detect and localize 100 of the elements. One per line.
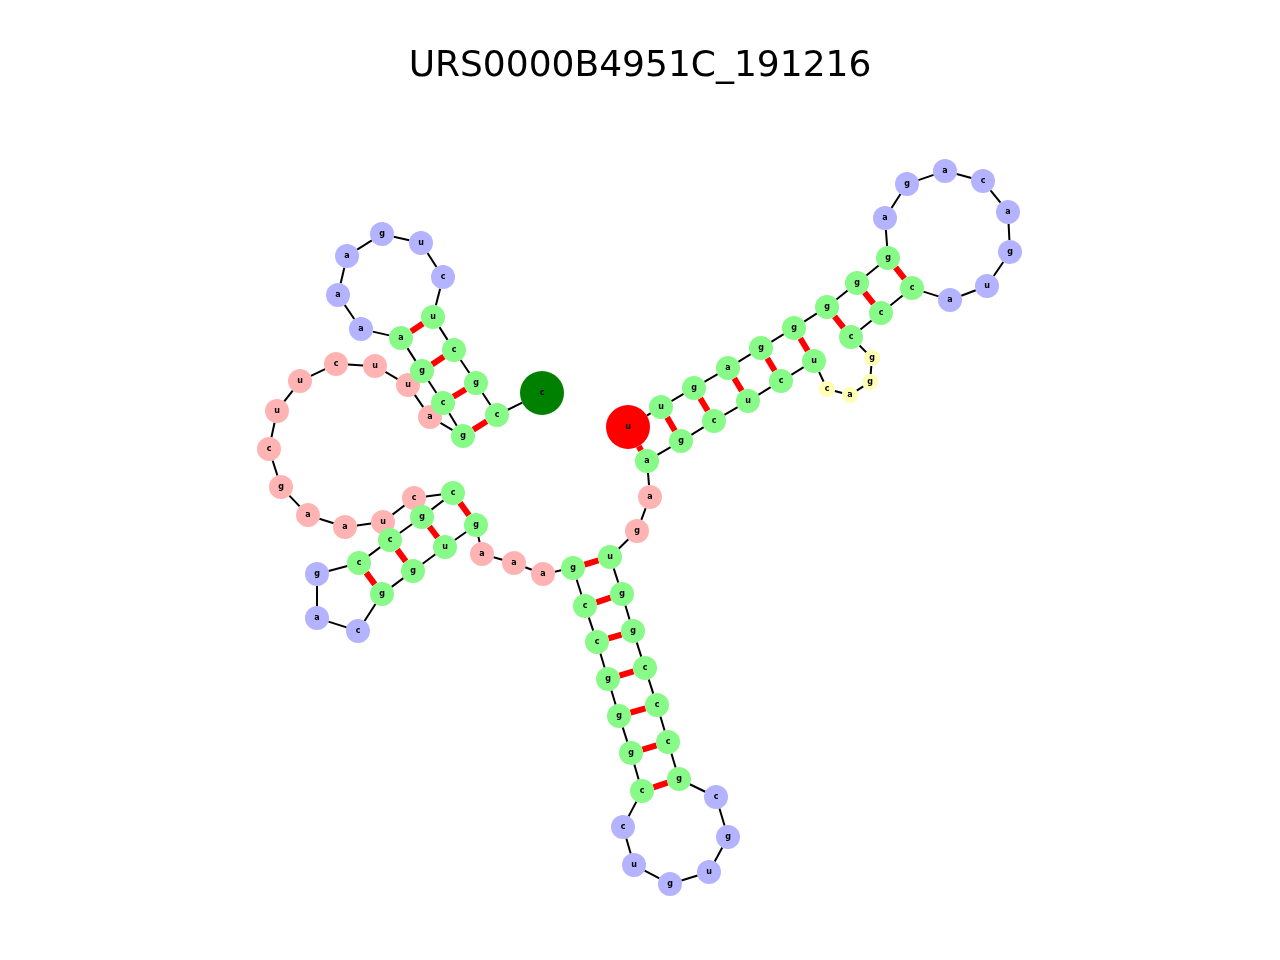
backbone-line — [356, 239, 373, 251]
backbone-line — [427, 380, 438, 394]
nucleotide-circle: c — [839, 325, 863, 349]
nucleotide-circle: c — [346, 619, 370, 643]
nucleotide-circle: c — [869, 301, 893, 325]
nucleotide-circle: c — [645, 693, 669, 717]
backbone-line — [477, 535, 481, 544]
nucleotide-circle: u — [288, 369, 312, 393]
nucleotide-circle: a — [335, 244, 359, 268]
nucleotide-circle: u — [421, 305, 445, 329]
nucleotide-circle: a — [296, 503, 320, 527]
backbone-line — [625, 837, 632, 855]
backbone-line — [283, 389, 294, 403]
nucleotide-circle: g — [370, 222, 394, 246]
backbone-line — [327, 565, 349, 572]
backbone-line — [421, 553, 437, 565]
backbone-line — [481, 392, 492, 406]
nucleotide-circle: a — [502, 551, 526, 575]
backbone-line — [989, 189, 1002, 204]
base-pair-bond — [471, 418, 489, 433]
nucleotide-circle: g — [625, 519, 649, 543]
backbone-line — [890, 193, 902, 209]
nucleotide-circle: a — [716, 356, 740, 380]
nucleotide-circle: u — [736, 389, 760, 413]
nucleotide-circle: g — [895, 172, 919, 196]
backbone-line — [391, 504, 406, 516]
backbone-line — [448, 412, 458, 427]
nucleotide-circle: a — [635, 449, 659, 473]
nucleotide-circle: c — [347, 551, 371, 575]
nucleotide-circle: g — [561, 556, 585, 580]
nucleotide-circle: a — [638, 485, 662, 509]
nucleotide-circle: g — [607, 704, 631, 728]
nucleotide-circle: g — [864, 350, 880, 366]
nucleotide-circle: c — [630, 779, 654, 803]
backbone-line — [688, 783, 707, 793]
nucleotide-circle: u — [409, 231, 433, 255]
nucleotide-circle: g — [716, 825, 740, 849]
nucleotide-circle: g — [876, 246, 900, 270]
nucleotide-circle: a — [933, 159, 957, 183]
backbone-line — [587, 616, 595, 632]
diagram-title: URS0000B4951C_191216 — [408, 42, 872, 86]
backbone-line — [833, 390, 844, 394]
nucleotide-circle: a — [996, 200, 1020, 224]
nucleotide-circle: u — [697, 860, 721, 884]
nucleotide-circle: c — [431, 265, 455, 289]
backbone-line — [680, 874, 699, 882]
backbone-line — [430, 499, 445, 511]
nucleotide-circle: u — [649, 395, 673, 419]
backbone-line — [718, 807, 726, 827]
backbone-line — [347, 363, 364, 367]
base-pair-bond — [595, 594, 612, 606]
nucleotide-circle: c — [704, 785, 728, 809]
nucleotide-circle: u — [363, 354, 387, 378]
nucleotide-circle: u — [802, 349, 826, 373]
backbone-line — [770, 333, 785, 343]
nucleotide-circle: g — [451, 424, 475, 448]
nucleotide-circle: g — [464, 371, 488, 395]
base-pair-bond — [451, 386, 468, 400]
base-pair-bond — [764, 356, 778, 373]
backbone-line — [553, 569, 563, 573]
nucleotide-circle: g — [845, 271, 869, 295]
backbone-line — [869, 364, 873, 376]
nucleotide-circle: c — [485, 403, 509, 427]
backbone-line — [371, 330, 391, 337]
backbone-line — [327, 620, 348, 629]
backbone-line — [757, 386, 772, 396]
backbone-line — [398, 523, 414, 534]
backbone-line — [670, 393, 685, 402]
nucleotide-circle: c — [378, 528, 402, 552]
nucleotide-circle: g — [269, 475, 293, 499]
nucleotide-circle: a — [842, 387, 858, 403]
nucleotide-circle: a — [333, 515, 357, 539]
nucleotide-circle: u — [598, 545, 622, 569]
base-pair-bond — [363, 570, 378, 587]
backbone-line — [955, 173, 973, 179]
base-pair-bond — [430, 354, 446, 367]
nucleotide-circle: g — [621, 619, 645, 643]
nucleotide-circle: u — [622, 853, 646, 877]
base-pair-bond — [797, 336, 811, 353]
backbone-line — [659, 715, 666, 732]
nucleotide-circle: g — [410, 505, 434, 529]
nucleotide-circle: g — [749, 336, 773, 360]
backbone-line — [633, 763, 640, 781]
base-pair-bond — [697, 396, 711, 413]
nucleotide-circle: a — [389, 326, 413, 350]
nucleotide-circle: c — [441, 481, 465, 505]
nucleotide-circle: a — [305, 606, 329, 630]
backbone-line — [575, 578, 583, 596]
base-pair-bond — [641, 742, 658, 753]
backbone-line — [270, 421, 276, 439]
backbone-line — [670, 752, 677, 769]
base-pair-bond — [731, 376, 745, 393]
nucleotide-circle: c — [702, 409, 726, 433]
nucleotide-circle: u — [606, 405, 650, 449]
backbone-line — [627, 800, 638, 818]
backbone-line — [865, 264, 880, 277]
backbone-line — [434, 287, 442, 307]
nucleotide-circle: g — [305, 562, 329, 586]
nucleotide-circle: g — [782, 316, 806, 340]
base-pair-bond — [426, 524, 441, 540]
